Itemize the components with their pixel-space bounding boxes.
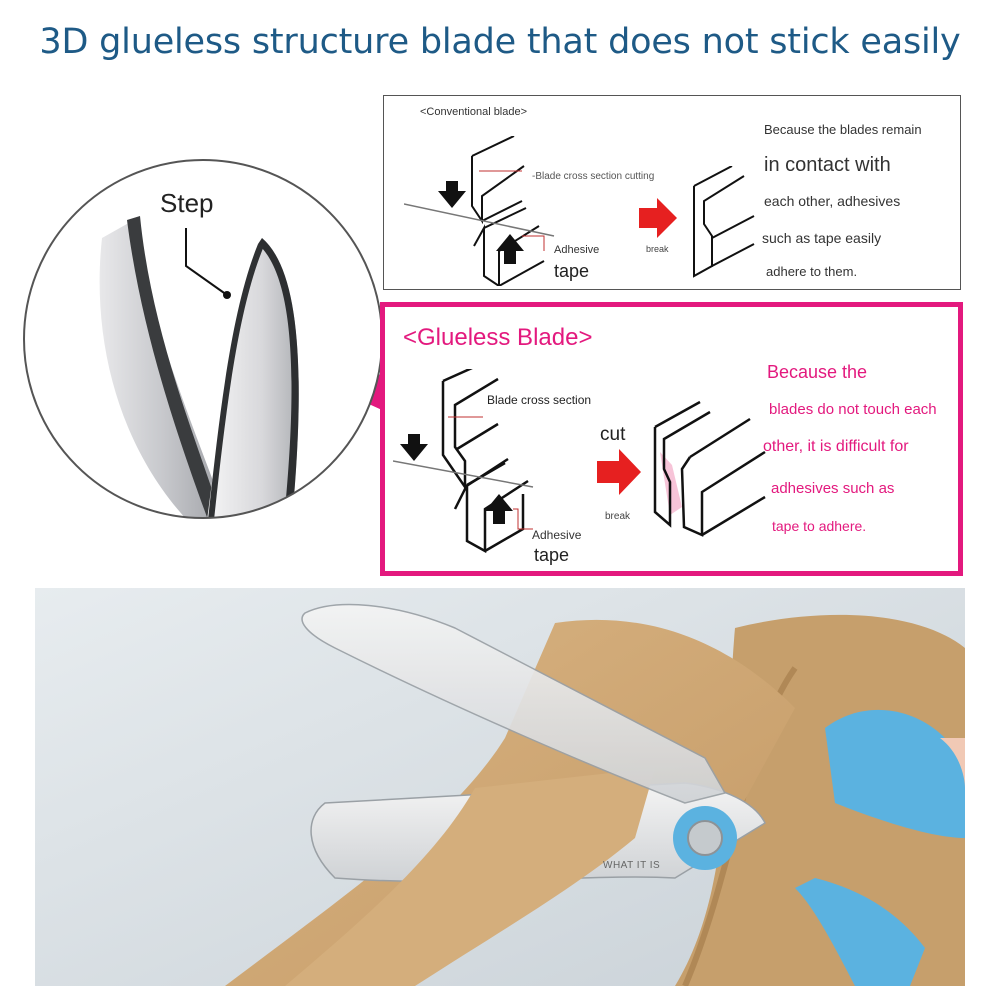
glueless-result-diagram xyxy=(653,400,766,537)
conventional-desc-5: adhere to them. xyxy=(766,264,858,279)
glueless-cut-label: cut xyxy=(600,424,626,445)
conventional-blade-panel: <Conventional blade> -Blade cross sectio… xyxy=(383,95,961,290)
conventional-heading: <Conventional blade> xyxy=(420,106,528,118)
conventional-break-label: break xyxy=(646,244,669,254)
conventional-adhesive-label: Adhesive xyxy=(554,244,600,256)
conventional-desc-4: such as tape easily xyxy=(762,230,882,246)
glueless-adhesive-label: Adhesive xyxy=(532,528,582,542)
conventional-desc-1: Because the blades remain xyxy=(764,122,922,137)
conventional-desc-2: in contact with xyxy=(764,154,891,176)
page-title: 3D glueless structure blade that does no… xyxy=(39,22,961,62)
conventional-cross-section-label: -Blade cross section cutting xyxy=(532,171,655,182)
red-arrow-icon xyxy=(639,198,677,238)
glueless-blade-panel: <Glueless Blade> Blade cross section Adh… xyxy=(380,302,963,576)
glueless-desc-3: other, it is difficult for xyxy=(763,438,909,455)
glueless-blade-diagram xyxy=(393,369,534,554)
conventional-result-diagram xyxy=(693,166,755,278)
scissors-cutting-tape-photo xyxy=(35,588,965,986)
glueless-cross-section-label: Blade cross section xyxy=(487,393,592,407)
glueless-break-label: break xyxy=(605,511,631,522)
conventional-desc-3: each other, adhesives xyxy=(764,193,901,209)
glueless-desc-5: tape to adhere. xyxy=(772,518,867,534)
blade-closeup xyxy=(23,159,383,519)
scissors-engraving: WHAT IT IS xyxy=(603,860,661,871)
glueless-heading: <Glueless Blade> xyxy=(403,324,593,351)
glueless-desc-4: adhesives such as xyxy=(771,480,895,497)
glueless-tape-label: tape xyxy=(534,545,570,565)
glueless-desc-1: Because the xyxy=(767,362,868,382)
red-arrow-icon xyxy=(597,449,641,495)
conventional-tape-label: tape xyxy=(554,261,590,281)
step-label: Step xyxy=(160,188,214,218)
glueless-desc-2: blades do not touch each xyxy=(769,401,937,418)
conventional-blade-diagram xyxy=(404,136,555,286)
